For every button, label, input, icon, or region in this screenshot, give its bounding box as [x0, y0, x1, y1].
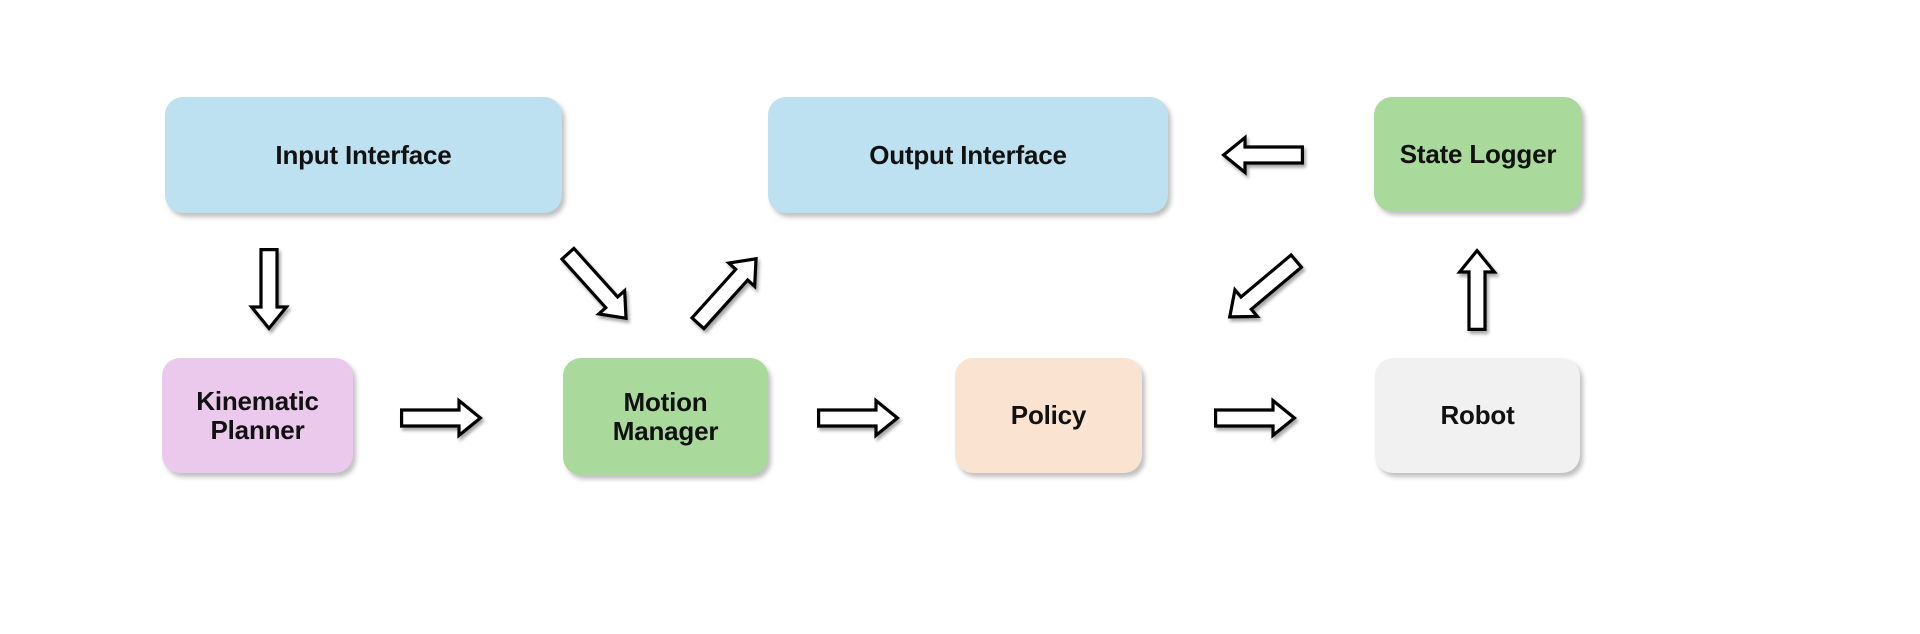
arrow-input-interface-to-kinematic-planner-icon [228, 248, 310, 331]
node-policy: Policy [955, 358, 1142, 473]
node-input-interface: Input Interface [165, 97, 562, 213]
arrow-state-logger-to-output-interface-icon [1221, 134, 1304, 176]
node-output-interface: Output Interface [768, 97, 1168, 213]
node-label: Kinematic Planner [196, 385, 319, 445]
node-motion-manager: Motion Manager [563, 358, 768, 475]
arrow-motion-manager-to-output-interface-icon [682, 256, 772, 331]
node-label: Output Interface [869, 139, 1067, 170]
node-robot: Robot [1375, 358, 1580, 473]
node-label: Motion Manager [612, 386, 719, 446]
node-state-logger: State Logger [1374, 97, 1582, 211]
arrow-kinematic-planner-to-motion-manager-icon [400, 397, 483, 439]
node-label: Robot [1440, 400, 1515, 431]
arrow-state-logger-to-policy-icon [1218, 252, 1308, 319]
arrow-robot-to-state-logger-icon [1436, 248, 1518, 331]
node-kinematic-planner: Kinematic Planner [162, 358, 353, 473]
arrow-policy-to-robot-icon [1214, 397, 1297, 439]
node-label: Policy [1010, 400, 1087, 431]
node-label: Input Interface [275, 139, 452, 170]
arrow-input-interface-to-motion-manager-icon [552, 246, 642, 321]
arrow-motion-manager-to-policy-icon [817, 397, 900, 439]
node-label: State Logger [1399, 138, 1557, 169]
